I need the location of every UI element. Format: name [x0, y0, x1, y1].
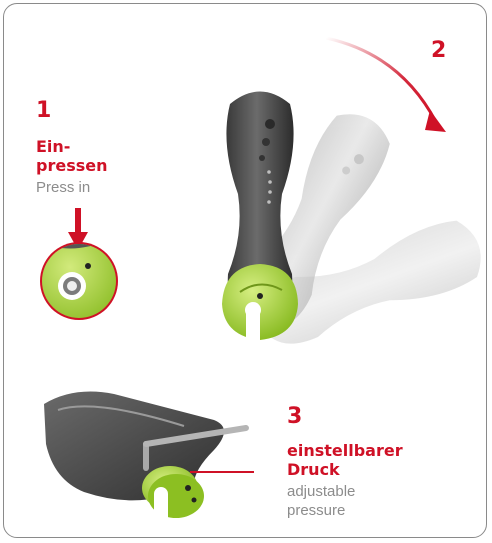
- step-1-label-de-line2: pressen: [36, 156, 107, 175]
- step-3-label-de-line1: einstellbarer: [287, 441, 403, 460]
- step-1-number: 1: [36, 98, 51, 123]
- handle-rotation-illustration: [200, 84, 470, 354]
- instruction-card: 1 Ein- pressen Press in 2: [3, 3, 487, 538]
- step-3-label-de-line2: Druck: [287, 460, 340, 479]
- step-3-number: 3: [287, 404, 302, 429]
- press-in-detail-illustration: [34, 204, 124, 329]
- adjustable-pressure-illustration: [44, 384, 264, 534]
- step-1-label-en: Press in: [36, 178, 90, 197]
- step-1-label-de-line1: Ein-: [36, 137, 70, 156]
- step-3-label-en-line2: pressure: [287, 501, 345, 520]
- step-3-label-en-line1: adjustable: [287, 482, 355, 501]
